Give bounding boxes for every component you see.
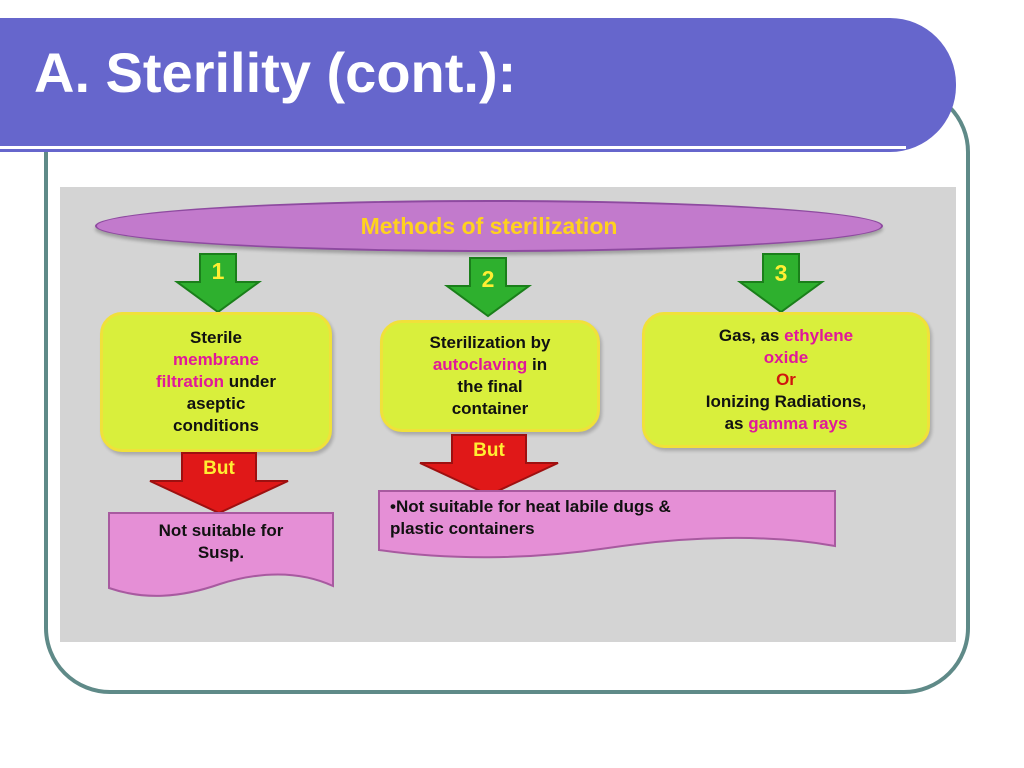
method-1-highlight: filtration (156, 372, 225, 391)
method-number-1: 1 (211, 258, 225, 284)
method-3-line-3: Or (776, 370, 796, 389)
method-3-highlight-1: ethylene (784, 326, 854, 345)
title-underline (0, 146, 906, 149)
method-2-highlight: autoclaving (432, 355, 528, 374)
limitation-box-2: •Not suitable for heat labile dugs & pla… (378, 490, 836, 560)
method-3-line-2: oxide (763, 348, 809, 367)
but-label-1: But (203, 458, 235, 479)
limitation-2-line-2: plastic containers (390, 519, 535, 538)
method-3-line-5: as (724, 414, 749, 433)
method-2-line-4: container (451, 399, 529, 418)
limitation-box-1: Not suitable for Susp. (108, 512, 334, 600)
method-box-1: Sterile membrane filtration under asepti… (100, 312, 332, 452)
method-3-highlight-2: gamma rays (748, 414, 848, 433)
method-1-line-5: conditions (173, 416, 259, 435)
method-2-line-2: in (527, 355, 548, 374)
method-1-line-3: under (224, 372, 276, 391)
slide-title: A. Sterility (cont.): (34, 41, 517, 104)
methods-header-text: Methods of sterilization (360, 212, 618, 239)
method-box-2: Sterilization by autoclaving in the fina… (380, 320, 600, 432)
red-arrow-1-icon (149, 452, 289, 514)
limitation-1-line-2: Susp. (197, 543, 245, 562)
method-2-line-1: Sterilization by (429, 333, 551, 352)
method-number-3: 3 (774, 260, 788, 286)
red-arrow-2-icon (419, 434, 559, 496)
methods-header-pill (95, 200, 883, 252)
green-arrow-2-icon (443, 257, 533, 318)
green-arrow-1-icon (173, 253, 263, 314)
method-3-line-1: Gas, as (718, 326, 785, 345)
method-1-line-2: membrane (173, 350, 259, 369)
but-label-2: But (473, 440, 505, 461)
method-1-line-4: aseptic (186, 394, 246, 413)
method-number-2: 2 (481, 266, 495, 292)
method-box-3: Gas, as ethylene oxide Or Ionizing Radia… (642, 312, 930, 448)
method-3-line-4: Ionizing Radiations, (705, 392, 867, 411)
method-1-line-1: Sterile (190, 328, 242, 347)
green-arrow-3-icon (736, 253, 826, 314)
limitation-1-line-1: Not suitable for (158, 521, 284, 540)
limitation-2-line-1: •Not suitable for heat labile dugs & (390, 497, 671, 516)
title-bar (0, 18, 956, 152)
method-2-line-3: the final (457, 377, 523, 396)
